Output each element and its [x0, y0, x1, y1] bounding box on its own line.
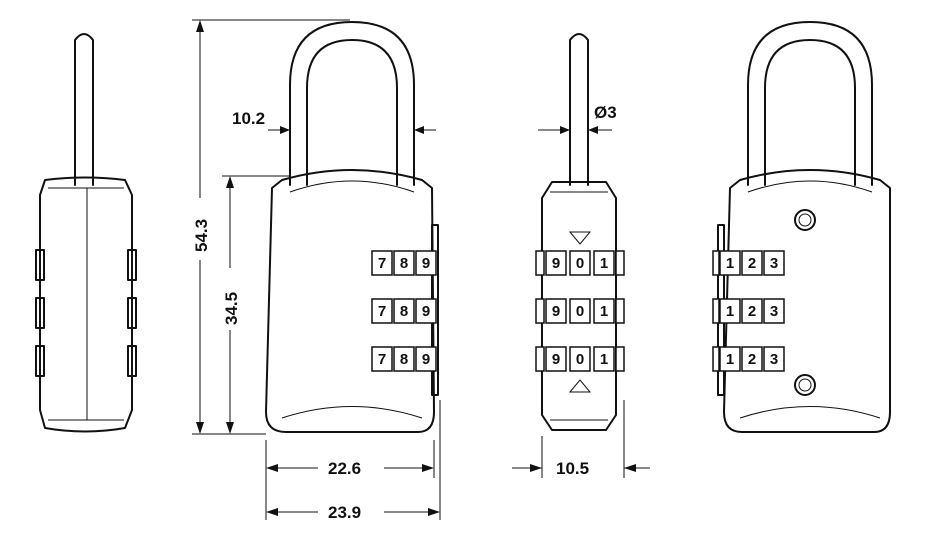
front-wheel-digit: 8 — [400, 351, 408, 368]
back-wheel-digit: 3 — [770, 351, 778, 368]
front-wheel-digit: 7 — [378, 303, 386, 320]
dimension-label: 34.5 — [222, 292, 241, 325]
dimension-body-width-outer: 23.9 — [266, 400, 441, 522]
side-wheel-digit: 1 — [600, 351, 608, 368]
dimension-total-height: 54.3 — [190, 19, 350, 435]
back-wheel-row-2: 1 2 3 — [712, 298, 785, 324]
dimension-label: 10.2 — [232, 109, 265, 128]
dimension-label: 54.3 — [192, 219, 211, 252]
side-wheel-digit: 0 — [576, 303, 584, 320]
front-view — [265, 21, 439, 433]
dimension-shackle-width: 10.2 — [232, 109, 436, 134]
side-wheel-row-1: 9 0 1 — [535, 250, 625, 276]
dimension-label: Ø3 — [594, 103, 617, 122]
side-wheel-row-2: 9 0 1 — [535, 298, 625, 324]
dimension-body-width-inner: 22.6 — [265, 440, 435, 520]
dimension-body-depth: 10.5 — [512, 400, 650, 478]
side-wheel-digit: 0 — [576, 255, 584, 272]
dimension-label: 10.5 — [556, 459, 589, 478]
front-wheel-row-2: 7 8 9 — [371, 298, 437, 324]
front-wheel-row-3: 7 8 9 — [371, 346, 437, 372]
back-wheel-digit: 2 — [748, 303, 756, 320]
side-wheel-digit: 1 — [600, 255, 608, 272]
side-wheel-digit: 9 — [552, 255, 560, 272]
side-wheel-digit: 1 — [600, 303, 608, 320]
back-wheel-digit: 1 — [726, 303, 734, 320]
dimension-shackle-diameter: Ø3 — [538, 103, 617, 134]
back-wheel-digit: 2 — [748, 255, 756, 272]
dimension-label: 22.6 — [328, 459, 361, 478]
back-wheel-row-3: 1 2 3 — [712, 346, 785, 372]
side-wheel-digit: 9 — [552, 303, 560, 320]
front-wheel-digit: 9 — [422, 255, 430, 272]
front-wheel-row-1: 7 8 9 — [371, 250, 437, 276]
back-wheel-row-1: 1 2 3 — [712, 250, 785, 276]
side-wheel-digit: 0 — [576, 351, 584, 368]
front-wheel-digit: 8 — [400, 255, 408, 272]
side-wheel-row-3: 9 0 1 — [535, 346, 625, 372]
dimension-body-height: 34.5 — [220, 175, 290, 434]
back-wheel-digit: 2 — [748, 351, 756, 368]
back-wheel-digit: 1 — [726, 351, 734, 368]
dimension-label: 23.9 — [328, 503, 361, 522]
front-wheel-digit: 9 — [422, 351, 430, 368]
front-wheel-digit: 8 — [400, 303, 408, 320]
back-wheel-digit: 1 — [726, 255, 734, 272]
side-wheel-digit: 9 — [552, 351, 560, 368]
back-wheel-digit: 3 — [770, 255, 778, 272]
left-side-view — [35, 33, 137, 433]
back-wheel-digit: 3 — [770, 303, 778, 320]
front-wheel-digit: 7 — [378, 255, 386, 272]
front-wheel-digit: 9 — [422, 303, 430, 320]
front-wheel-digit: 7 — [378, 351, 386, 368]
